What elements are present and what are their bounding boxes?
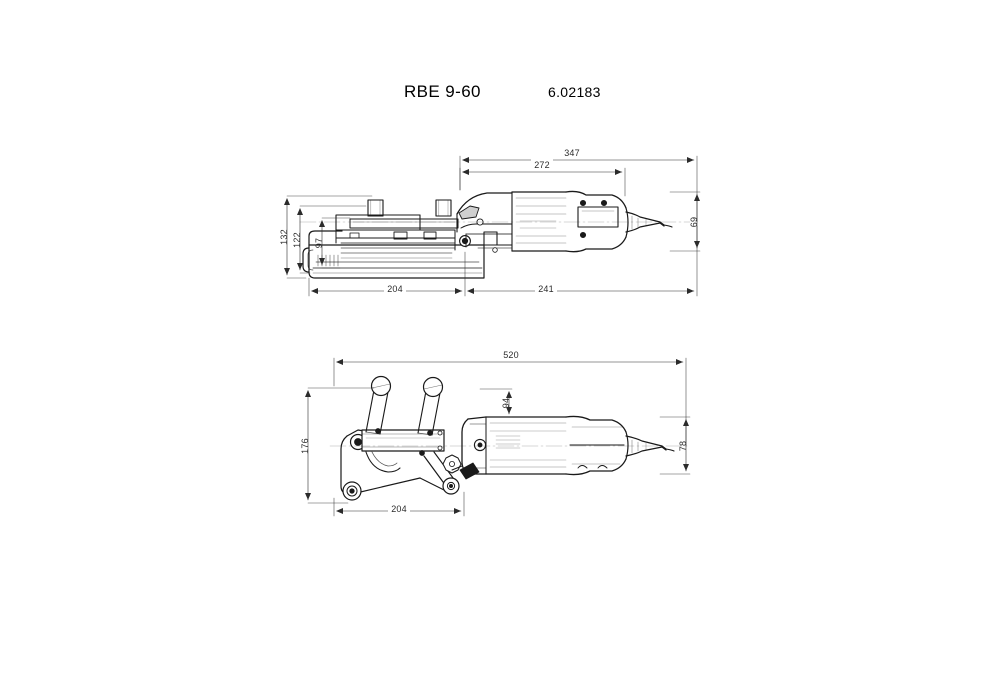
dim-label-176: 176 xyxy=(300,438,310,454)
dim-label-204-top: 204 xyxy=(387,284,403,294)
dim-label-122: 122 xyxy=(292,232,302,248)
dim-label-94: 94 xyxy=(501,398,511,408)
dim-label-272: 272 xyxy=(534,160,550,170)
top-view-geometry xyxy=(299,190,691,279)
dim-label-69: 69 xyxy=(689,217,699,227)
side-view-dimension-labels: 520 204 176 94 78 xyxy=(300,349,688,514)
dim-label-520: 520 xyxy=(503,350,519,360)
dim-label-241: 241 xyxy=(538,284,554,294)
dim-label-204-side: 204 xyxy=(391,504,407,514)
top-view-dimensions xyxy=(284,155,701,297)
dim-label-78: 78 xyxy=(678,441,688,451)
dim-label-97: 97 xyxy=(314,238,324,248)
dim-label-132: 132 xyxy=(279,229,289,245)
dim-label-347: 347 xyxy=(564,148,580,158)
side-view-geometry xyxy=(329,375,691,501)
side-view-dimensions xyxy=(305,357,691,517)
top-view-dimension-labels: 347 272 204 241 132 122 97 69 xyxy=(279,147,699,294)
